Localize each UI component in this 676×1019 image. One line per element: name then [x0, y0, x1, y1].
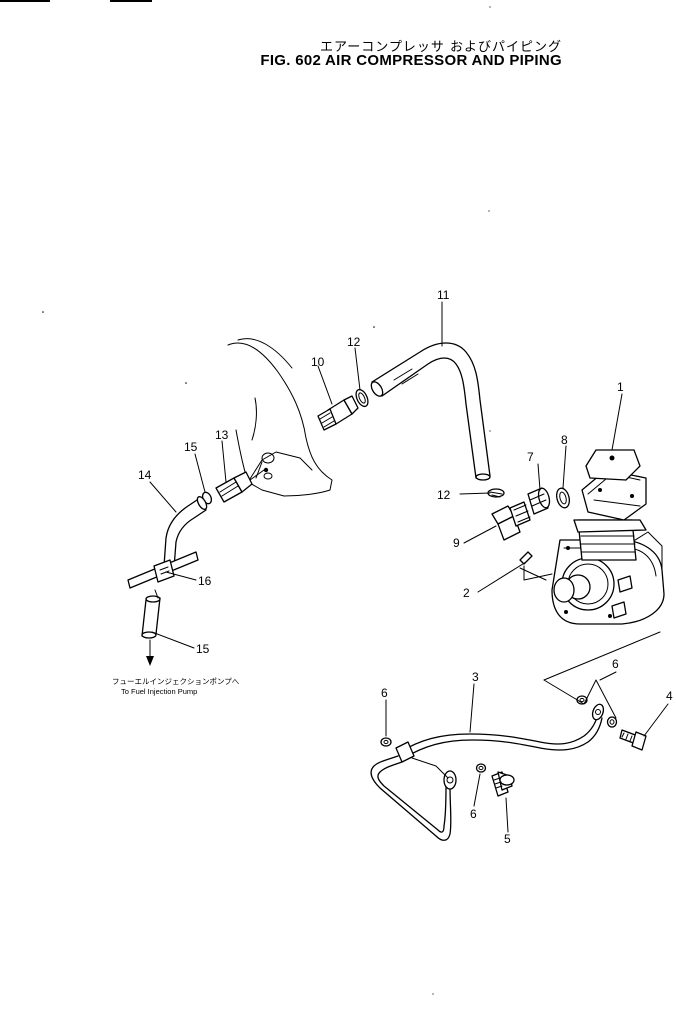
callout-2: 2: [463, 586, 470, 600]
part-12-clamp-lower: [487, 488, 505, 498]
part-10-connector: [317, 395, 359, 431]
callout-5: 5: [504, 832, 511, 846]
title-japanese: エアーコンプレッサ およびパイピング: [320, 40, 562, 55]
callout-16: 16: [198, 574, 212, 588]
top-rule-right: [110, 0, 152, 2]
part-13-fitting: [215, 467, 269, 503]
leader-lines: [149, 301, 669, 833]
part-11-hose: [370, 342, 491, 481]
callout-8: 8: [561, 433, 568, 447]
callout-12b: 12: [437, 488, 451, 502]
callout-14: 14: [138, 468, 152, 482]
part-9-elbow: [491, 501, 531, 541]
callout-13: 13: [215, 428, 229, 442]
callout-9: 9: [453, 536, 460, 550]
part-3-pipe: [370, 703, 605, 841]
part-16-clip: [127, 551, 199, 589]
destination-note: フューエルインジェクションポンプへ To Fuel Injection Pump: [112, 677, 240, 696]
callout-6a: 6: [381, 686, 388, 700]
part-5-bolt: [491, 771, 515, 797]
callout-12a: 12: [347, 335, 361, 349]
callout-10: 10: [311, 355, 325, 369]
part-6-washers: [380, 695, 618, 773]
figure-title: FIG. 602 AIR COMPRESSOR AND PIPING: [260, 52, 562, 69]
part-1-air-compressor: [551, 449, 665, 625]
callout-1: 1: [617, 380, 624, 394]
note-english: To Fuel Injection Pump: [121, 687, 197, 696]
callout-3: 3: [472, 670, 479, 684]
part-15-hose-lower: [141, 589, 161, 666]
callout-6c: 6: [470, 807, 477, 821]
note-japanese: フューエルインジェクションポンプへ: [112, 677, 240, 686]
part-12-clamp-upper: [355, 388, 369, 408]
part-4-bolt: [619, 729, 647, 751]
callout-4: 4: [666, 689, 673, 703]
part-8-gasket: [556, 487, 570, 509]
callout-6b: 6: [612, 657, 619, 671]
callout-11: 11: [437, 288, 450, 302]
callout-15b: 15: [196, 642, 210, 656]
callout-15a: 15: [184, 440, 198, 454]
callout-7: 7: [527, 450, 534, 464]
part-7-adapter: [527, 487, 551, 515]
callout-labels: 1 2 3 4 5 6 6 6 7 8 9 10 11 12 12 13 14 …: [138, 288, 673, 846]
top-rule-left: [0, 0, 50, 2]
part-14-hose: [163, 496, 208, 569]
scan-specks: [42, 6, 491, 995]
